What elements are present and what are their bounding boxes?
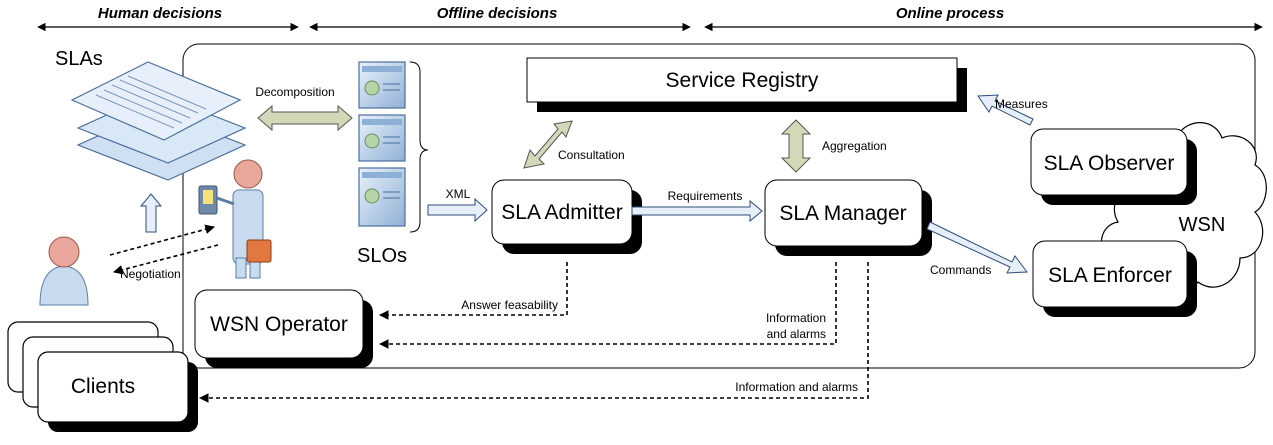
negotiation-label: Negotiation xyxy=(120,267,181,281)
service-registry-box: Service Registry xyxy=(526,57,967,112)
sla-admitter-box: SLA Admitter xyxy=(491,179,642,254)
sla-manager-box: SLA Manager xyxy=(764,179,932,256)
requirements-label: Requirements xyxy=(668,189,743,203)
commands-label: Commands xyxy=(930,263,991,277)
negotiation-arrows: Negotiation xyxy=(109,224,219,281)
info-alarms-clients-arrow: Information and alarms xyxy=(199,262,869,403)
client-person-icon xyxy=(39,236,89,306)
info-alarms-clients-label: Information and alarms xyxy=(735,380,858,394)
measures-arrow: Measures xyxy=(977,94,1048,126)
slo-window-2 xyxy=(358,114,406,162)
xml-arrow: XML xyxy=(427,187,488,223)
phase-header-human: Human decisions xyxy=(37,5,299,32)
info-alarms-operator-arrow: Information and alarms xyxy=(379,262,837,349)
negotiation-up-arrow xyxy=(139,193,163,233)
sla-enforcer-box: SLA Enforcer xyxy=(1032,240,1197,317)
slo-window-1 xyxy=(358,61,406,109)
xml-label: XML xyxy=(446,187,471,201)
slos-label: SLOs xyxy=(357,245,407,267)
slas-document-stack: SLAs xyxy=(55,48,247,181)
wsn-operator-label: WSN Operator xyxy=(210,313,348,336)
slo-window-3 xyxy=(358,167,406,227)
commands-arrow: Commands xyxy=(926,221,1028,277)
measures-label: Measures xyxy=(995,97,1048,111)
decomposition-arrow: Decomposition xyxy=(255,85,353,132)
phase-header-online: Online process xyxy=(704,5,1263,32)
consultation-label: Consultation xyxy=(558,148,625,162)
sla-observer-box: SLA Observer xyxy=(1030,128,1197,205)
wsn-operator-box: WSN Operator xyxy=(194,289,373,368)
phase-offline-label: Offline decisions xyxy=(437,5,558,22)
slos-window-stack: SLOs xyxy=(357,61,429,267)
info-alarms-label-line2: and alarms xyxy=(767,327,826,341)
slas-label: SLAs xyxy=(55,48,103,70)
sla-admitter-label: SLA Admitter xyxy=(501,201,622,224)
answer-feasability-arrow: Answer feasability xyxy=(379,262,568,320)
phase-header-offline: Offline decisions xyxy=(309,5,691,32)
sla-enforcer-label: SLA Enforcer xyxy=(1048,264,1172,287)
phase-human-label: Human decisions xyxy=(98,5,222,22)
decomposition-label: Decomposition xyxy=(255,85,334,99)
service-registry-label: Service Registry xyxy=(666,69,819,92)
wsn-label: WSN xyxy=(1179,214,1226,236)
clients-box-stack: Clients xyxy=(7,321,198,432)
aggregation-label: Aggregation xyxy=(822,139,887,153)
info-alarms-label-line1: Information xyxy=(766,311,826,325)
sla-observer-label: SLA Observer xyxy=(1044,152,1175,175)
operator-person-icon xyxy=(198,159,272,279)
requirements-arrow: Requirements xyxy=(631,189,763,223)
answer-feasability-label: Answer feasability xyxy=(461,298,558,312)
sla-manager-label: SLA Manager xyxy=(779,202,906,225)
aggregation-arrow: Aggregation xyxy=(780,119,887,173)
consultation-arrow: Consultation xyxy=(523,120,625,169)
phase-online-label: Online process xyxy=(896,5,1004,22)
clients-label: Clients xyxy=(71,375,135,398)
